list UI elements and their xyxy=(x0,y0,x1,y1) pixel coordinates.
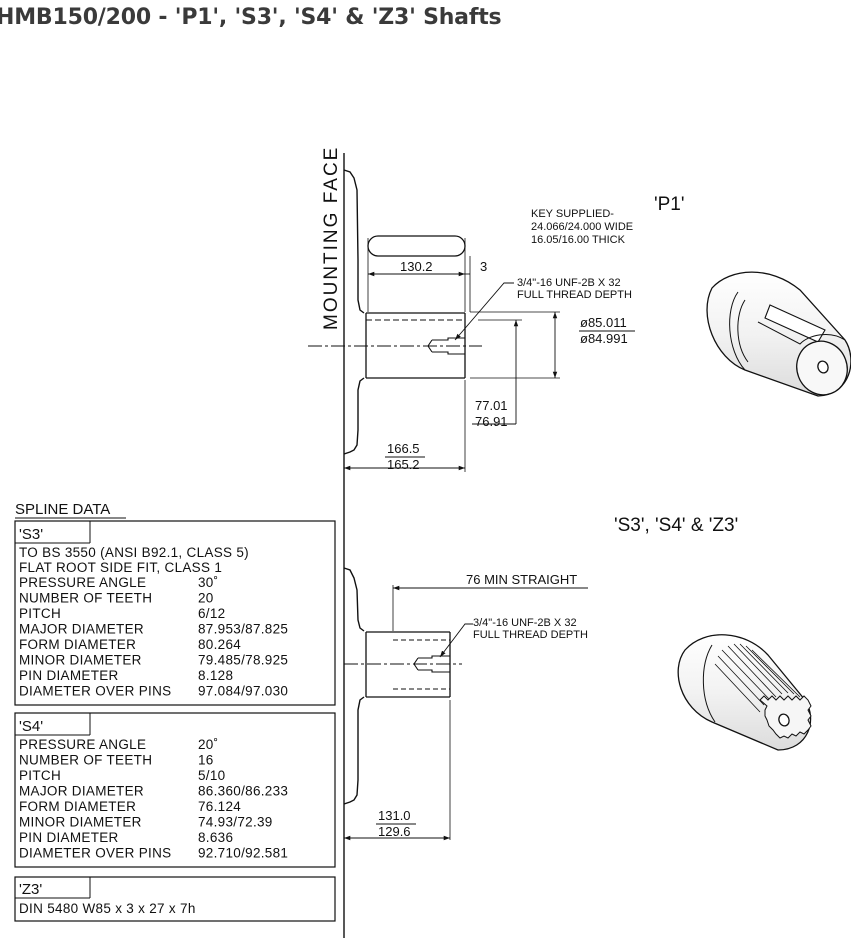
p1-key-depth-min: 76.91 xyxy=(475,414,508,429)
page-title: HMB150/200 - 'P1', 'S3', 'S4' & 'Z3' Sha… xyxy=(0,5,502,30)
spline-length-min: 129.6 xyxy=(378,824,411,839)
s3-row-value: 80.264 xyxy=(198,637,241,652)
s4-row-label: PITCH xyxy=(19,768,61,783)
s4-row-value: 5/10 xyxy=(198,768,225,783)
s3-row-label: NUMBER OF TEETH xyxy=(19,591,152,606)
s3-row-value: 8.128 xyxy=(198,668,233,683)
p1-label: 'P1' xyxy=(654,194,685,215)
s3-row-value: 97.084/97.030 xyxy=(198,684,288,699)
p1-length-max: 166.5 xyxy=(387,441,420,456)
s3-standard: TO BS 3550 (ANSI B92.1, CLASS 5) xyxy=(19,545,249,560)
s4-row-value: 76.124 xyxy=(198,799,241,814)
p1-length-min: 165.2 xyxy=(387,457,420,472)
spline-data-heading: SPLINE DATA xyxy=(15,501,110,518)
s4-row-label: MINOR DIAMETER xyxy=(19,815,142,830)
s4-row-label: FORM DIAMETER xyxy=(19,799,136,814)
p1-key-note-2: 24.066/24.000 WIDE xyxy=(531,221,633,233)
p1-key-offset: 3 xyxy=(480,259,487,274)
p1-diameter-min: ø84.991 xyxy=(580,331,628,346)
p1-shaft xyxy=(308,235,560,472)
z3-table: 'Z3' DIN 5480 W85 x 3 x 27 x 7h xyxy=(14,876,336,922)
s4-name: 'S4' xyxy=(19,718,43,735)
spline-shaft xyxy=(344,585,462,840)
s3-row-label: MAJOR DIAMETER xyxy=(19,622,144,637)
s4-row-value: 86.360/86.233 xyxy=(198,784,288,799)
s3-fit: FLAT ROOT SIDE FIT, CLASS 1 xyxy=(19,560,222,575)
p1-key-note-3: 16.05/16.00 THICK xyxy=(531,234,626,246)
s3-row-label: DIAMETER OVER PINS xyxy=(19,684,171,699)
s4-row-value: 74.93/72.39 xyxy=(198,815,273,830)
p1-thread-note-2: FULL THREAD DEPTH xyxy=(517,289,632,301)
p1-key-depth-max: 77.01 xyxy=(475,398,508,413)
s3-row-label: PRESSURE ANGLE xyxy=(19,575,146,590)
spline-dimensions xyxy=(344,585,588,841)
z3-name: 'Z3' xyxy=(19,881,42,898)
p1-shaft-3d-view xyxy=(706,271,851,397)
mounting-face-label: MOUNTING FACE xyxy=(321,146,342,330)
spline-thread-note-1: 3/4"-16 UNF-2B X 32 xyxy=(473,617,577,629)
s4-table: 'S4' PRESSURE ANGLE 20˚ NUMBER OF TEETH 16P… xyxy=(14,712,336,868)
p1-key-length: 130.2 xyxy=(400,259,433,274)
p1-dimensions xyxy=(344,271,558,471)
s3-row-value: 30˚ xyxy=(198,575,218,590)
s3-row-value: 6/12 xyxy=(198,606,225,621)
s3-row-label: MINOR DIAMETER xyxy=(19,653,142,668)
spline-label: 'S3', 'S4' & 'Z3' xyxy=(614,515,738,536)
s3-row-label: PIN DIAMETER xyxy=(19,668,119,683)
spline-length-max: 131.0 xyxy=(378,808,411,823)
spline-thread-note-2: FULL THREAD DEPTH xyxy=(473,629,588,641)
s4-row-value: 16 xyxy=(198,753,214,768)
mounting-face xyxy=(343,153,365,938)
s4-row-value: 20˚ xyxy=(198,737,218,752)
s3-row-value: 87.953/87.825 xyxy=(198,622,288,637)
p1-key-note-1: KEY SUPPLIED- xyxy=(531,208,614,220)
s3-row-value: 79.485/78.925 xyxy=(198,653,288,668)
spline-shaft-3d-view xyxy=(677,634,812,751)
s3-row-value: 20 xyxy=(198,591,214,606)
p1-thread-note-1: 3/4"-16 UNF-2B X 32 xyxy=(517,277,621,289)
s4-row-value: 8.636 xyxy=(198,830,233,845)
p1-key xyxy=(367,235,466,257)
s3-table: 'S3' TO BS 3550 (ANSI B92.1, CLASS 5) FL… xyxy=(14,520,336,706)
p1-diameter-max: ø85.011 xyxy=(580,315,627,330)
s4-row-value: 92.710/92.581 xyxy=(198,846,288,861)
s3-name: 'S3' xyxy=(19,526,43,543)
z3-spec: DIN 5480 W85 x 3 x 27 x 7h xyxy=(19,901,196,916)
s4-row-label: MAJOR DIAMETER xyxy=(19,784,144,799)
s3-row-label: FORM DIAMETER xyxy=(19,637,136,652)
s4-row-label: PIN DIAMETER xyxy=(19,830,119,845)
s4-row-label: PRESSURE ANGLE xyxy=(19,737,146,752)
spline-straight-length: 76 MIN STRAIGHT xyxy=(466,572,577,587)
s4-row-label: DIAMETER OVER PINS xyxy=(19,846,171,861)
s4-row-label: NUMBER OF TEETH xyxy=(19,753,152,768)
s3-row-label: PITCH xyxy=(19,606,61,621)
